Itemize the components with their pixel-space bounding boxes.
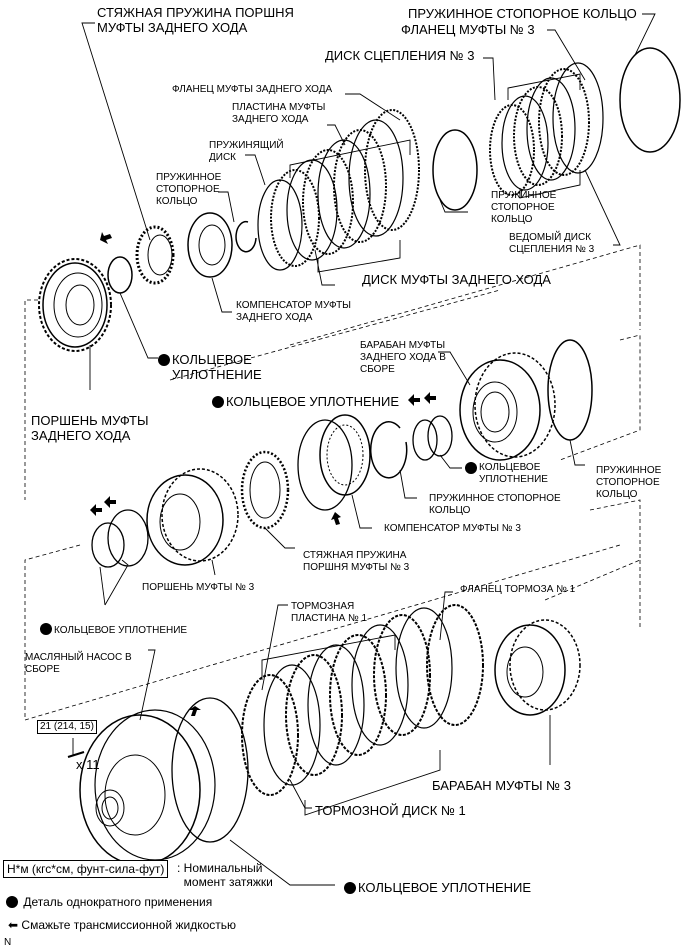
single-use-dot-icon xyxy=(40,623,52,635)
o-ring-top xyxy=(107,256,133,294)
o-ring-left-b xyxy=(107,509,149,567)
label-reverse-clutch-flange: ФЛАНЕЦ МУФТЫ ЗАДНЕГО ХОДА xyxy=(172,84,333,95)
single-use-dot-icon xyxy=(344,882,356,894)
clutch3-return-spring-inner xyxy=(249,461,281,519)
label-reverse-clutch-plate: ПЛАСТИНА МУФТЫ ЗАДНЕГО ХОДА xyxy=(232,102,326,125)
snap-ring-mid-right xyxy=(547,339,593,441)
single-use-dot-icon xyxy=(158,354,170,366)
label-clutch3-drum: БАРАБАН МУФТЫ № 3 xyxy=(432,778,571,793)
o-ring-pump xyxy=(171,697,249,843)
clutch3-piston xyxy=(146,468,239,566)
label-snap-ring-mid: ПРУЖИННОЕ СТОПОРНОЕ КОЛЬЦО xyxy=(429,493,561,516)
clutch3-pack xyxy=(489,62,604,196)
o-ring-mid-b xyxy=(427,415,453,457)
label-snap-ring-top-right: ПРУЖИННОЕ СТОПОРНОЕ КОЛЬЦО xyxy=(408,6,637,21)
assembly-guide-lines xyxy=(24,244,641,721)
arrow-icon xyxy=(104,496,116,508)
clutch3-drum xyxy=(494,619,581,716)
footer-code: N xyxy=(4,937,12,948)
clutch3-return-spring xyxy=(240,450,290,530)
o-ring-5-text: КОЛЬЦЕВОЕ УПЛОТНЕНИЕ xyxy=(358,880,532,895)
label-o-ring-2: КОЛЬЦЕВОЕ УПЛОТНЕНИЕ xyxy=(212,394,399,409)
label-o-ring-3: КОЛЬЦЕВОЕ УПЛОТНЕНИЕ xyxy=(465,462,548,486)
o-ring-left-a xyxy=(91,522,125,568)
reverse-clutch-compensator xyxy=(187,212,233,278)
legend-torque-desc: : Номинальный момент затяжки xyxy=(177,861,273,889)
label-clutch3-flange: ФЛАНЕЦ МУФТЫ № 3 xyxy=(401,22,535,37)
label-clutch3-driven-disc: ВЕДОМЫЙ ДИСК СЦЕПЛЕНИЯ № 3 xyxy=(509,232,595,255)
arrow-icon xyxy=(189,706,201,716)
label-cushion-plate: ПРУЖИНЯЩИЙ ДИСК xyxy=(209,140,284,163)
o-ring-1-text: КОЛЬЦЕВОЕ УПЛОТНЕНИЕ xyxy=(172,352,262,382)
snap-ring-mid xyxy=(369,421,408,479)
arrow-icon xyxy=(90,504,102,516)
legend-lubricate: ⬅ Смажьте трансмиссионной жидкостью xyxy=(8,918,236,932)
label-clutch3-compensator: КОМПЕНСАТОР МУФТЫ № 3 xyxy=(384,523,521,534)
arrow-icon xyxy=(424,392,436,404)
oil-pump-assembly xyxy=(79,709,216,866)
o-ring-large-mid xyxy=(297,419,353,511)
label-o-ring-1: КОЛЬЦЕВОЕ УПЛОТНЕНИЕ xyxy=(158,352,262,382)
torque-spec-box: 21 (214, 15) xyxy=(37,720,97,734)
label-snap-ring-upper-left: ПРУЖИННОЕ СТОПОРНОЕ КОЛЬЦО xyxy=(156,172,222,207)
label-brake1-flange: ФЛАНЕЦ ТОРМОЗА № 1 xyxy=(460,584,576,595)
snap-ring-small xyxy=(235,220,257,253)
reverse-piston-return-spring xyxy=(135,225,175,285)
o-ring-4-text: КОЛЬЦЕВОЕ УПЛОТНЕНИЕ xyxy=(54,625,188,636)
legend-lubricate-text: Смажьте трансмиссионной жидкостью xyxy=(21,918,237,932)
arrow-icon xyxy=(100,232,112,244)
label-reverse-piston-return-spring: СТЯЖНАЯ ПРУЖИНА ПОРШНЯ МУФТЫ ЗАДНЕГО ХОД… xyxy=(97,5,294,35)
lubricate-arrows xyxy=(90,232,436,716)
label-reverse-clutch-compensator: КОМПЕНСАТОР МУФТЫ ЗАДНЕГО ХОДА xyxy=(236,300,352,323)
reverse-clutch-piston xyxy=(38,258,112,352)
o-ring-mid-a xyxy=(412,419,438,461)
single-use-dot-icon xyxy=(6,896,18,908)
o-ring-2-text: КОЛЬЦЕВОЕ УПЛОТНЕНИЕ xyxy=(226,394,400,409)
snap-ring-top-right xyxy=(619,47,681,153)
o-ring-3-text: КОЛЬЦЕВОЕ УПЛОТНЕНИЕ xyxy=(479,462,548,485)
arrow-icon xyxy=(331,512,341,525)
legend-torque-units: Н*м (кгс*см, фунт-сила-фут) xyxy=(3,860,169,878)
label-clutch3-piston: ПОРШЕНЬ МУФТЫ № 3 xyxy=(142,582,255,593)
legend-single-use-text: Деталь однократного применения xyxy=(23,895,213,909)
label-brake1-plate: ТОРМОЗНАЯ ПЛАСТИНА № 1 xyxy=(291,601,368,624)
legend-single-use: Деталь однократного применения xyxy=(6,895,212,909)
brake1-pack xyxy=(241,604,484,796)
arrow-icon xyxy=(408,394,420,406)
label-reverse-clutch-drum-assy: БАРАБАН МУФТЫ ЗАДНЕГО ХОДА В СБОРЕ xyxy=(360,340,446,375)
bolt-count: x 11 xyxy=(76,757,100,772)
single-use-dot-icon xyxy=(212,396,224,408)
bolt xyxy=(67,751,85,758)
label-snap-ring-mid-right: ПРУЖИННОЕ СТОПОРНОЕ КОЛЬЦО xyxy=(596,465,662,500)
arrow-left-icon: ⬅ xyxy=(8,918,19,932)
label-reverse-clutch-piston: ПОРШЕНЬ МУФТЫ ЗАДНЕГО ХОДА xyxy=(31,413,149,443)
snap-ring-upper-right xyxy=(432,129,478,211)
label-clutch3-disc: ДИСК СЦЕПЛЕНИЯ № 3 xyxy=(325,48,475,63)
label-o-ring-4: КОЛЬЦЕВОЕ УПЛОТНЕНИЕ xyxy=(40,623,187,637)
label-reverse-clutch-disc: ДИСК МУФТЫ ЗАДНЕГО ХОДА xyxy=(362,272,551,287)
label-snap-ring-upper-right: ПРУЖИННОЕ СТОПОРНОЕ КОЛЬЦО xyxy=(491,190,557,225)
reverse-clutch-pack xyxy=(257,109,420,271)
label-o-ring-5: КОЛЬЦЕВОЕ УПЛОТНЕНИЕ xyxy=(344,880,531,895)
label-clutch3-piston-return-spring: СТЯЖНАЯ ПРУЖИНА ПОРШНЯ МУФТЫ № 3 xyxy=(303,550,410,573)
leader-lines xyxy=(72,13,656,886)
reverse-clutch-drum xyxy=(459,352,556,461)
label-brake1-disc: ТОРМОЗНОЙ ДИСК № 1 xyxy=(315,803,466,818)
single-use-dot-icon xyxy=(465,462,477,474)
label-oil-pump-assy: МАСЛЯНЫЙ НАСОС В СБОРЕ xyxy=(25,652,132,675)
clutch3-compensator-inner xyxy=(326,424,364,486)
